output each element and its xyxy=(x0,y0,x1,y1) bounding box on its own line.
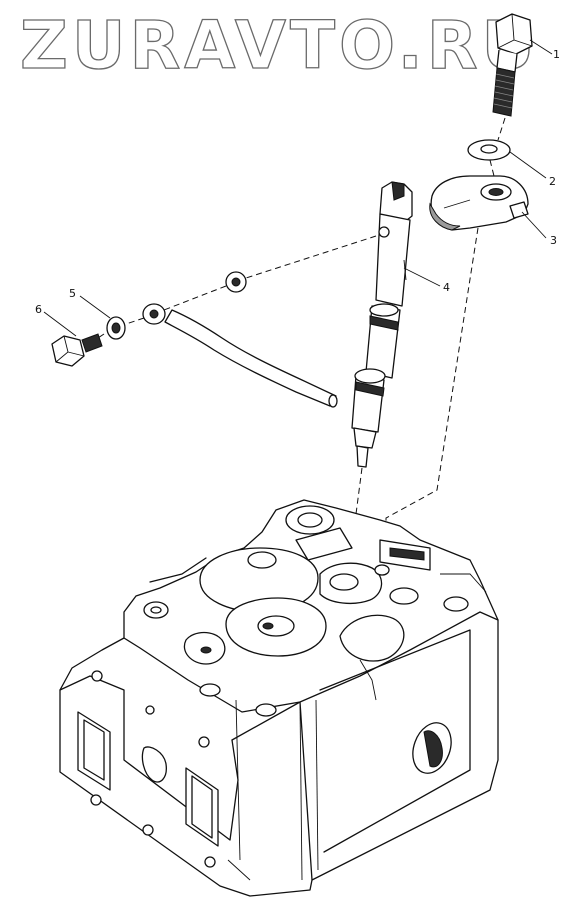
watermark-text: ZURAVTO.RU xyxy=(20,7,539,84)
callout-2: 2 xyxy=(549,175,556,188)
injector-part xyxy=(351,181,413,468)
fuel-pipe-part xyxy=(142,303,338,408)
washer-part xyxy=(467,139,511,161)
callout-1: 1 xyxy=(553,48,560,61)
callout-3: 3 xyxy=(550,234,557,247)
callout-leaders xyxy=(43,39,553,337)
banjo-bolt-part xyxy=(51,333,103,367)
bolt-part xyxy=(492,13,533,117)
seal-washer-upper xyxy=(225,271,247,293)
callout-4: 4 xyxy=(443,281,450,294)
seal-washer-part xyxy=(106,316,126,340)
callout-6: 6 xyxy=(35,303,42,316)
cylinder-head-part xyxy=(59,499,499,897)
callout-5: 5 xyxy=(69,287,76,300)
clamp-part xyxy=(429,175,529,231)
